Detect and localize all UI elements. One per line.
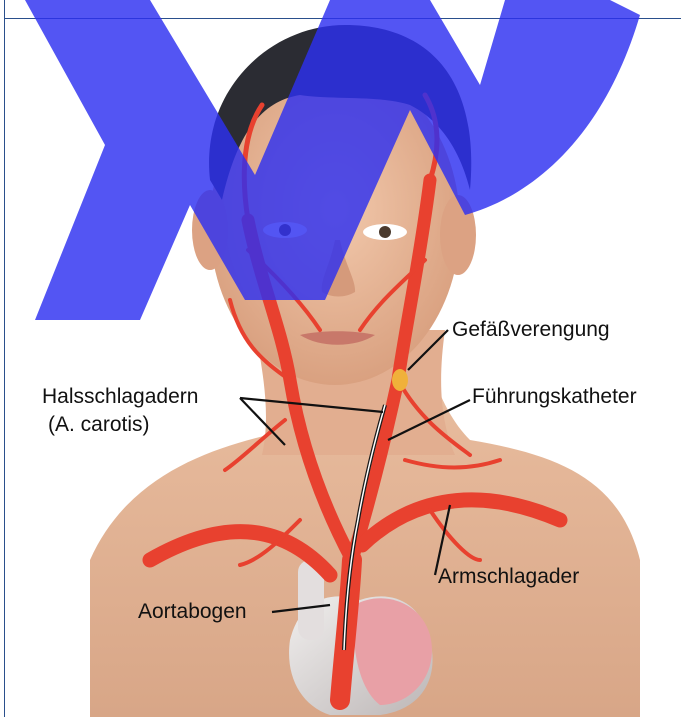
label-armschlagader: Armschlagader: [438, 565, 579, 588]
label-gefaessverengung: Gefäßverengung: [452, 318, 610, 341]
label-a-carotis: (A. carotis): [48, 413, 150, 436]
label-halsschlagadern: Halsschlagadern: [42, 385, 198, 408]
plaque-stenosis: [392, 369, 408, 391]
right-iris: [379, 226, 391, 238]
label-fuehrungskatheter: Führungskatheter: [472, 385, 637, 408]
label-aortabogen: Aortabogen: [138, 600, 247, 623]
watermark-shape: [25, 0, 640, 320]
